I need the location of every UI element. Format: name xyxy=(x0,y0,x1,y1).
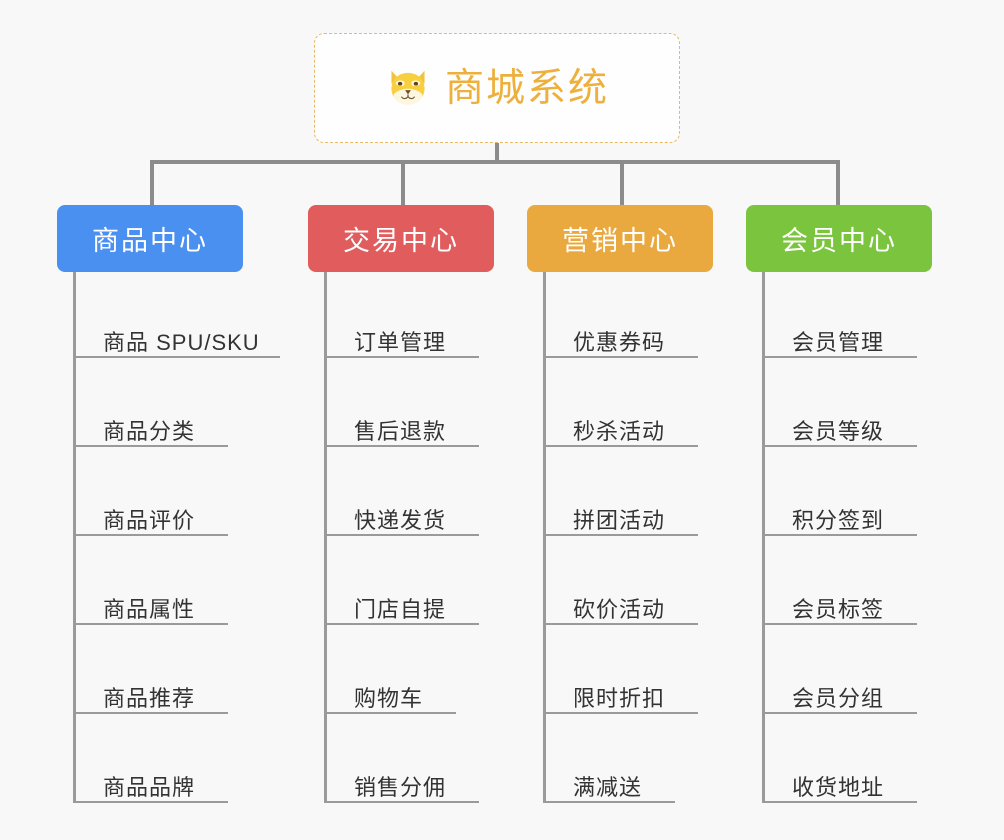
leaf-item[interactable]: 会员管理 xyxy=(762,312,917,358)
leaf-item[interactable]: 订单管理 xyxy=(324,312,479,358)
connector-drop-member-center xyxy=(836,160,840,207)
leaf-item-label: 商品品牌 xyxy=(103,774,196,800)
shiba-dog-icon xyxy=(391,70,425,105)
leaf-item-label: 会员标签 xyxy=(792,596,885,622)
branch-rail-member-center xyxy=(762,272,765,803)
leaf-item[interactable]: 商品 SPU/SKU xyxy=(73,312,280,358)
leaf-item[interactable]: 拼团活动 xyxy=(543,490,698,536)
leaf-item[interactable]: 购物车 xyxy=(324,668,456,714)
leaf-item-label: 会员等级 xyxy=(792,418,885,444)
leaf-item-label: 收货地址 xyxy=(792,774,885,800)
branch-rail-marketing-center xyxy=(543,272,546,803)
leaf-item[interactable]: 收货地址 xyxy=(762,757,917,803)
connector-horizontal-bus xyxy=(150,160,840,164)
leaf-item-label: 销售分佣 xyxy=(354,774,447,800)
root-node-mall-system[interactable]: 商城系统 xyxy=(314,33,680,143)
leaf-item[interactable]: 快递发货 xyxy=(324,490,479,536)
leaf-item-label: 门店自提 xyxy=(354,596,447,622)
leaf-item-label: 会员管理 xyxy=(792,329,885,355)
leaf-item[interactable]: 商品分类 xyxy=(73,401,228,447)
leaf-item[interactable]: 销售分佣 xyxy=(324,757,479,803)
leaf-item-label: 售后退款 xyxy=(354,418,447,444)
leaf-item[interactable]: 满减送 xyxy=(543,757,675,803)
leaf-item[interactable]: 优惠券码 xyxy=(543,312,698,358)
branch-header-marketing-center[interactable]: 营销中心 xyxy=(527,205,713,272)
leaf-item-label: 购物车 xyxy=(354,685,424,711)
branch-header-member-center[interactable]: 会员中心 xyxy=(746,205,932,272)
leaf-item[interactable]: 会员标签 xyxy=(762,579,917,625)
leaf-item[interactable]: 会员等级 xyxy=(762,401,917,447)
leaf-item-label: 优惠券码 xyxy=(573,329,666,355)
leaf-item[interactable]: 商品评价 xyxy=(73,490,228,536)
leaf-item-label: 商品 SPU/SKU xyxy=(103,329,260,355)
leaf-item-label: 积分签到 xyxy=(792,507,885,533)
leaf-item[interactable]: 商品属性 xyxy=(73,579,228,625)
leaf-item-label: 砍价活动 xyxy=(573,596,666,622)
leaf-item-label: 秒杀活动 xyxy=(573,418,666,444)
leaf-item-label: 商品属性 xyxy=(103,596,196,622)
leaf-item[interactable]: 积分签到 xyxy=(762,490,917,536)
branch-rail-trade-center xyxy=(324,272,327,803)
leaf-item-label: 商品分类 xyxy=(103,418,196,444)
leaf-item-label: 满减送 xyxy=(573,774,643,800)
leaf-item[interactable]: 商品推荐 xyxy=(73,668,228,714)
connector-drop-trade-center xyxy=(401,160,405,207)
leaf-item[interactable]: 限时折扣 xyxy=(543,668,698,714)
branch-header-product-center[interactable]: 商品中心 xyxy=(57,205,243,272)
leaf-item-label: 会员分组 xyxy=(792,685,885,711)
leaf-item-label: 订单管理 xyxy=(354,329,447,355)
leaf-item[interactable]: 秒杀活动 xyxy=(543,401,698,447)
root-title: 商城系统 xyxy=(444,66,609,110)
connector-drop-product-center xyxy=(150,160,154,207)
connector-root-stem xyxy=(495,143,499,164)
leaf-item[interactable]: 门店自提 xyxy=(324,579,479,625)
leaf-item-label: 拼团活动 xyxy=(573,507,666,533)
branch-header-trade-center[interactable]: 交易中心 xyxy=(308,205,494,272)
leaf-item[interactable]: 商品品牌 xyxy=(73,757,228,803)
leaf-item[interactable]: 售后退款 xyxy=(324,401,479,447)
branch-rail-product-center xyxy=(73,272,76,803)
leaf-item[interactable]: 砍价活动 xyxy=(543,579,698,625)
leaf-item-label: 限时折扣 xyxy=(573,685,666,711)
leaf-item-label: 商品评价 xyxy=(103,507,196,533)
leaf-item-label: 商品推荐 xyxy=(103,685,196,711)
leaf-item[interactable]: 会员分组 xyxy=(762,668,917,714)
leaf-item-label: 快递发货 xyxy=(354,507,447,533)
connector-drop-marketing-center xyxy=(620,160,624,207)
